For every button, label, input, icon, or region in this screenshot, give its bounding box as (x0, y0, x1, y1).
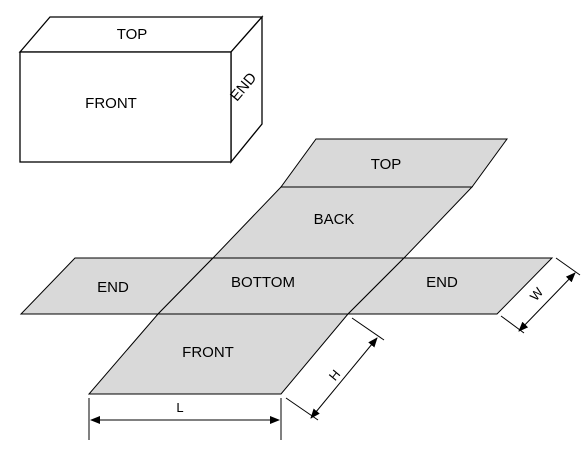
width-extension-top (555, 257, 581, 276)
box-front-face (19, 51, 232, 163)
height-dimension-line (310, 337, 378, 419)
net-end-right-label: END (426, 274, 458, 291)
box-net: TOP BACK BOTTOM END END FRONT (19, 138, 554, 395)
net-end-left-label: END (97, 279, 129, 296)
box-3d: TOP FRONT END (18, 15, 264, 164)
length-label: L (176, 400, 183, 415)
height-extension-top (351, 317, 385, 341)
height-extension-bottom (285, 397, 319, 421)
net-end-right-face (346, 257, 554, 315)
box-top-label: TOP (117, 26, 148, 43)
net-front-face (87, 313, 350, 395)
net-top-label: TOP (371, 156, 402, 173)
net-front-label: FRONT (182, 344, 234, 361)
width-dimension-line (518, 272, 576, 332)
width-extension-bottom (500, 315, 525, 334)
height-label: H (326, 367, 344, 384)
net-back-label: BACK (314, 211, 355, 228)
dimension-length: L (88, 398, 282, 440)
net-bottom-label: BOTTOM (231, 274, 295, 291)
width-label: W (527, 284, 547, 304)
box-front-label: FRONT (85, 95, 137, 112)
